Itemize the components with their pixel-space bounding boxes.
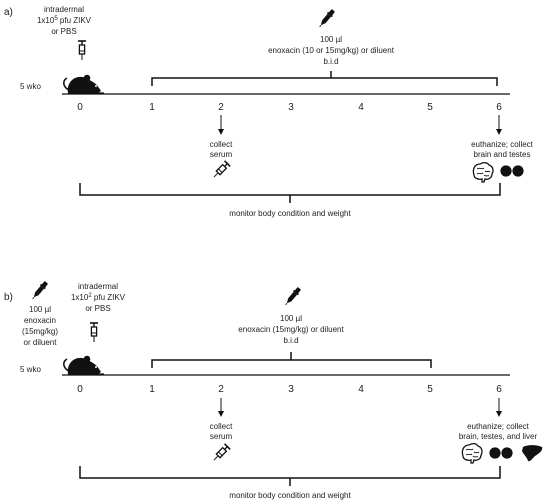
day-label: 2	[218, 102, 224, 113]
treatment-line-3: b.i.d	[323, 57, 338, 66]
day-label: 4	[358, 102, 364, 113]
treatment-line-2: enoxacin (10 or 15mg/kg) or diluent	[268, 46, 395, 55]
serum-line-1: collect	[210, 422, 233, 431]
monitor-label: monitor body condition and weight	[229, 491, 351, 500]
day-label: 6	[496, 102, 502, 113]
testes-icon	[500, 165, 524, 177]
age-label: 5 wko	[20, 365, 41, 374]
pretreat-line-3: (15mg/kg)	[22, 327, 58, 336]
syringe-icon	[77, 40, 87, 61]
infection-line-1: intradermal	[44, 5, 84, 14]
dropper-icon	[282, 285, 303, 308]
end-line-2: brain and testes	[474, 150, 531, 159]
liver-icon	[522, 445, 543, 462]
dropper-icon	[316, 7, 337, 30]
testes-icon	[489, 447, 513, 459]
day-label: 0	[77, 384, 83, 395]
end-line-1: euthanize; collect	[467, 422, 530, 431]
infection-line-2: 1x102 pfu ZIKV	[71, 293, 126, 302]
day-label: 5	[427, 102, 433, 113]
dropper-icon	[29, 279, 50, 302]
treatment-line-2: enoxacin (15mg/kg) or diluent	[238, 325, 344, 334]
day-label: 4	[358, 384, 364, 395]
mouse-icon	[62, 73, 105, 94]
infection-line-2: 1x105 pfu ZIKV	[37, 16, 92, 25]
panel-b: b) 100 µl enoxacin (15mg/kg) or diluent …	[4, 279, 543, 500]
day-label: 2	[218, 384, 224, 395]
monitor-bracket	[79, 183, 501, 203]
treatment-bracket	[151, 71, 498, 86]
syringe-icon	[210, 443, 231, 464]
serum-line-2: serum	[210, 150, 233, 159]
monitor-bracket	[79, 466, 501, 486]
brain-icon	[472, 161, 494, 183]
panel-b-label: b)	[4, 292, 13, 303]
pretreat-line-4: or diluent	[24, 338, 58, 347]
panel-a: a) intradermal 1x105 pfu ZIKV or PBS 5 w…	[4, 5, 534, 218]
end-line-1: euthanize; collect	[471, 140, 534, 149]
day-label: 3	[288, 102, 294, 113]
pretreat-line-1: 100 µl	[29, 305, 51, 314]
day-label: 6	[496, 384, 502, 395]
syringe-icon	[89, 322, 99, 343]
syringe-icon	[210, 160, 231, 181]
day-label: 3	[288, 384, 294, 395]
infection-line-3: or PBS	[85, 304, 110, 313]
infection-line-1: intradermal	[78, 282, 118, 291]
day-label: 5	[427, 384, 433, 395]
monitor-label: monitor body condition and weight	[229, 209, 351, 218]
serum-line-1: collect	[210, 140, 233, 149]
infection-line-3: or PBS	[51, 27, 76, 36]
treatment-line-3: b.i.d	[283, 336, 298, 345]
treatment-bracket	[151, 352, 432, 368]
day-label: 1	[149, 102, 155, 113]
treatment-line-1: 100 µl	[320, 35, 342, 44]
day-label: 0	[77, 102, 83, 113]
brain-icon	[461, 442, 483, 464]
panel-a-label: a)	[4, 7, 13, 18]
age-label: 5 wko	[20, 82, 41, 91]
treatment-line-1: 100 µl	[280, 314, 302, 323]
pretreat-line-2: enoxacin	[24, 316, 56, 325]
mouse-icon	[62, 354, 105, 375]
day-label: 1	[149, 384, 155, 395]
end-line-2: brain, testes, and liver	[459, 432, 538, 441]
serum-line-2: serum	[210, 432, 233, 441]
